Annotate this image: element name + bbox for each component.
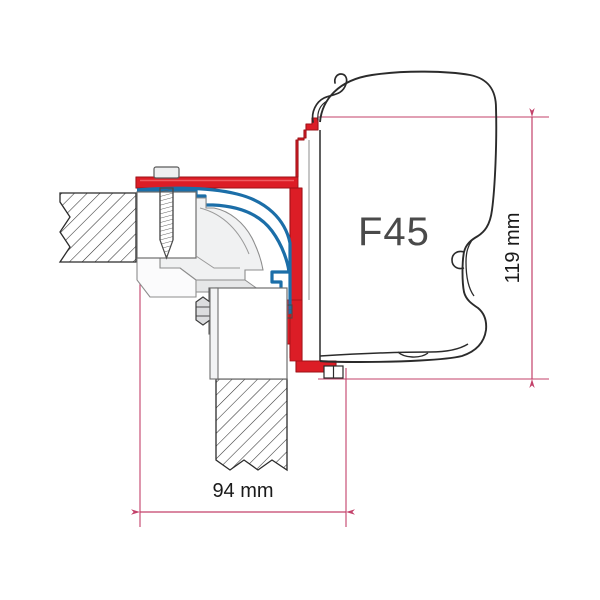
self-tapping-screw xyxy=(153,166,180,260)
hex-nut xyxy=(195,296,211,326)
adapter-red-lower-leg xyxy=(289,299,303,362)
awning-outer-contour xyxy=(319,70,498,363)
wall-panel-section xyxy=(215,378,288,472)
awning-inner-lip xyxy=(319,343,469,357)
dimension-width-label: 94 mm xyxy=(212,480,273,502)
adapter-bottom-clip xyxy=(323,365,344,379)
awning-hook xyxy=(311,73,348,123)
adapter-top-flange xyxy=(135,176,299,189)
awning-bottom-arc xyxy=(397,351,429,358)
hex-bolt-assembly xyxy=(195,287,293,380)
awning-arm-notch xyxy=(451,250,465,270)
cast-bracket-rib-2 xyxy=(195,255,240,269)
screw-head xyxy=(153,166,180,179)
roof-panel-section xyxy=(58,192,137,263)
wall-panel-hatch xyxy=(215,378,288,472)
dimension-lines xyxy=(131,108,549,527)
roof-panel-hatch xyxy=(58,192,137,263)
dimension-height-label: 119 mm xyxy=(502,213,524,284)
hook-path xyxy=(311,73,348,123)
bolt-mount-plate xyxy=(215,287,288,380)
awning-inner-right xyxy=(465,239,475,297)
awning-body xyxy=(319,70,498,363)
cast-bracket-rib xyxy=(199,207,250,255)
hook-inner-path xyxy=(317,100,328,121)
bolt-mount-edge xyxy=(209,287,219,380)
product-label: F45 xyxy=(358,210,430,254)
